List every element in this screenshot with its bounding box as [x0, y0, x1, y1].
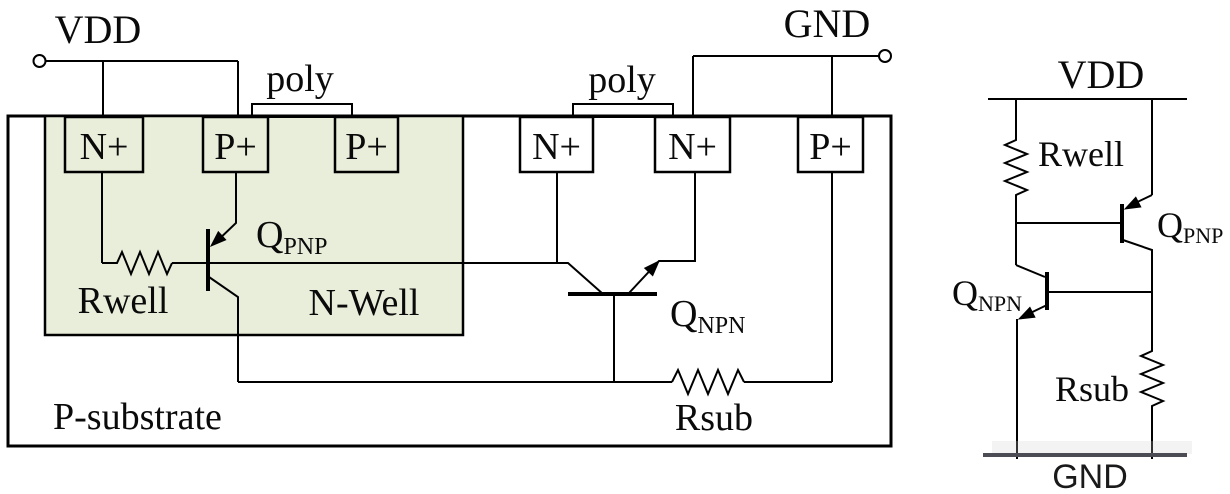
- cross-section-wiring: [32, 49, 892, 397]
- equivalent-circuit: VDD Rwell QPNP QNPN Rsub GND: [952, 52, 1223, 494]
- p-substrate-label: P-substrate: [53, 396, 222, 438]
- n-well-region: [43, 114, 465, 337]
- sch-qpnp-symbol: Q: [1157, 205, 1183, 245]
- pnp-emitter-arrow-icon: [209, 230, 227, 247]
- pmos-poly-gate: [251, 103, 353, 118]
- nwell-label: N-Well: [309, 282, 420, 324]
- diffusion-label: P+: [809, 126, 852, 168]
- diffusion-label: N+: [532, 126, 581, 168]
- sch-vdd-label: VDD: [1058, 52, 1145, 97]
- diffusion-label: N+: [80, 126, 129, 168]
- sch-gnd-label: GND: [1052, 458, 1128, 494]
- cross-section: N+ P+ P+ N+ N+ P+ poly poly VDD GND Rwel…: [6, 1, 893, 448]
- qnpn-subscript: NPN: [697, 313, 745, 339]
- diffusion-label: N+: [668, 126, 717, 168]
- poly-label: poly: [266, 58, 334, 100]
- rsub-label: Rsub: [675, 397, 753, 439]
- pplus-pmos-source-box: [201, 115, 270, 174]
- nplus-nmos-drain-box: [518, 115, 595, 174]
- qpnp-symbol: Q: [256, 214, 283, 256]
- poly-label: poly: [588, 59, 656, 101]
- rwell-label: Rwell: [78, 280, 169, 322]
- sch-pnp-emitter-arrow-icon: [1123, 196, 1142, 210]
- pnp-collector-wire: [208, 276, 239, 382]
- npn-emitter-wire: [628, 172, 696, 294]
- vdd-terminal-circle: [32, 54, 47, 68]
- vdd-label: VDD: [55, 7, 142, 52]
- qnpn-label: QNPN: [670, 293, 745, 339]
- qnpn-symbol: Q: [670, 293, 697, 335]
- gnd-label: GND: [784, 1, 871, 46]
- pnp-base-to-npn-collector-wire: [172, 262, 604, 295]
- sch-rsub-label: Rsub: [1055, 369, 1129, 409]
- sch-qnpn-subscript: NPN: [978, 291, 1022, 316]
- rsub-resistor-zigzag: [671, 367, 745, 397]
- sch-rwell-resistor-zigzag: [1002, 137, 1030, 197]
- sch-rwell-label: Rwell: [1038, 134, 1124, 174]
- sch-npn-emitter-arrow-icon: [1017, 306, 1036, 320]
- sch-qnpn-label: QNPN: [952, 273, 1022, 316]
- sch-npn-collector-wire: [1015, 264, 1046, 278]
- qpnp-subscript: PNP: [283, 234, 327, 260]
- sch-rsub-resistor-zigzag: [1138, 348, 1166, 408]
- diffusions: N+ P+ P+ N+ N+ P+: [63, 115, 865, 174]
- sch-qnpn-symbol: Q: [952, 273, 978, 313]
- nplus-nmos-source-box: [653, 115, 732, 174]
- diffusion-label: P+: [214, 126, 257, 168]
- gnd-terminal-circle: [878, 49, 892, 63]
- poly-gates: poly poly: [251, 58, 674, 118]
- sch-qpnp-subscript: PNP: [1183, 223, 1223, 248]
- sch-pnp-collector-wire: [1122, 239, 1153, 348]
- qpnp-label: QPNP: [256, 214, 327, 260]
- diffusion-label: P+: [345, 126, 388, 168]
- npn-emitter-arrow-icon: [643, 259, 660, 277]
- rwell-resistor-zigzag: [102, 249, 173, 277]
- pplus-pmos-drain-box: [333, 115, 400, 174]
- gnd-rail-shading: [992, 441, 1192, 454]
- sch-qpnp-label: QPNP: [1157, 205, 1223, 248]
- pplus-substrate-tap-box: [796, 115, 865, 174]
- nplus-well-tap-box: [63, 115, 145, 174]
- nmos-poly-gate: [572, 103, 674, 118]
